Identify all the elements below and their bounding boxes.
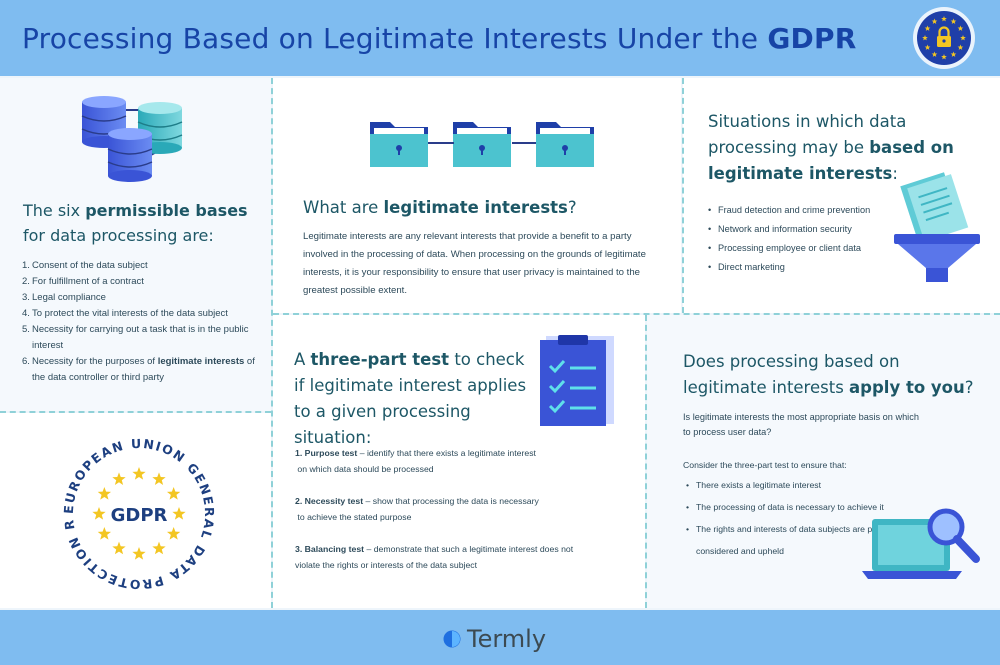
eu-star [941,16,947,22]
bases-list: 1.Consent of the data subject 2.For fulf… [22,258,260,386]
connector-line [428,142,536,144]
eu-star [931,18,938,24]
eu-star [924,25,931,31]
funnel-icon [894,172,980,282]
seal-star [152,541,166,555]
seal-star [132,547,146,560]
eu-star [957,25,964,31]
eu-star [957,44,964,50]
eu-star [931,51,938,57]
applies-question: Is legitimate interests the most appropr… [683,412,919,437]
folder-icon [370,122,428,167]
seal-star [92,507,106,520]
list-item: Direct marketing [708,259,908,275]
list-item: There exists a legitimate interest [686,474,911,496]
situations-list: Fraud detection and crime prevention Net… [708,202,908,278]
eu-star [950,18,957,24]
list-item: Fraud detection and crime prevention [708,202,908,218]
divider [0,411,271,413]
list-item: 4.To protect the vital interests of the … [22,308,228,319]
eu-star [960,35,966,41]
database-icon [81,96,183,182]
divider [682,78,684,313]
list-item: 3.Legal compliance [22,292,106,303]
termly-logo: Termly [443,624,546,654]
eu-lock-icon [913,7,975,69]
footer-bar [0,610,1000,665]
eu-star [924,44,931,50]
list-item: 2.For fulfillment of a contract [22,276,144,287]
seal-star [152,472,166,486]
applies-consider: Consider the three-part test to ensure t… [683,460,847,470]
eu-star [922,35,928,41]
seal-center-text: GDPR [111,505,168,526]
seal-star [172,507,186,520]
list-item: The rights and interests of data subject… [686,518,911,562]
situations-heading: Situations in which data processing may … [708,112,954,183]
list-item: The processing of data is necessary to a… [686,496,911,518]
page-title: Processing Based on Legitimate Interests… [22,22,857,55]
eu-star [941,54,947,60]
seal-star [166,527,181,540]
panel-what [273,78,681,313]
what-body: Legitimate interests are any relevant in… [303,231,646,296]
applies-list: There exists a legitimate interest The p… [686,474,911,562]
list-item: Processing employee or client data [708,240,908,256]
divider [645,315,647,608]
list-item: 6.Necessity for the purposes of legitima… [22,356,255,383]
seal-star [97,487,112,500]
checklist-icon [540,335,614,426]
eu-star [950,51,957,57]
what-heading: What are legitimate interests? [303,198,577,217]
applies-heading: Does processing based on legitimate inte… [683,352,974,397]
folder-icon [536,122,594,167]
necessity-test: 2. Necessity test – show that processing… [295,496,539,522]
divider [273,313,1000,315]
balancing-test: 3. Balancing test – demonstrate that suc… [295,544,574,570]
logo-text: Termly [467,625,547,653]
divider [271,78,273,608]
test-heading: A three-part test to check if legitimate… [294,350,527,447]
termly-logo-icon [443,630,461,648]
list-item: 1.Consent of the data subject [22,260,148,271]
folder-icon [453,122,511,167]
seal-star [97,527,112,540]
seal-star [112,472,126,486]
gdpr-seal: EUROPEAN UNION GENERAL DATA PROTECTION R… [55,430,215,592]
panel-seal [0,413,271,608]
list-item: Network and information security [708,221,908,237]
header-bar: Processing Based on Legitimate Interests… [0,0,1000,76]
purpose-test: 1. Purpose test – identify that there ex… [295,448,536,474]
seal-star [166,487,181,500]
seal-star [112,541,126,555]
seal-star [132,467,146,480]
laptop-search-icon [862,508,980,579]
list-item: 5.Necessity for carrying out a task that… [22,324,249,351]
